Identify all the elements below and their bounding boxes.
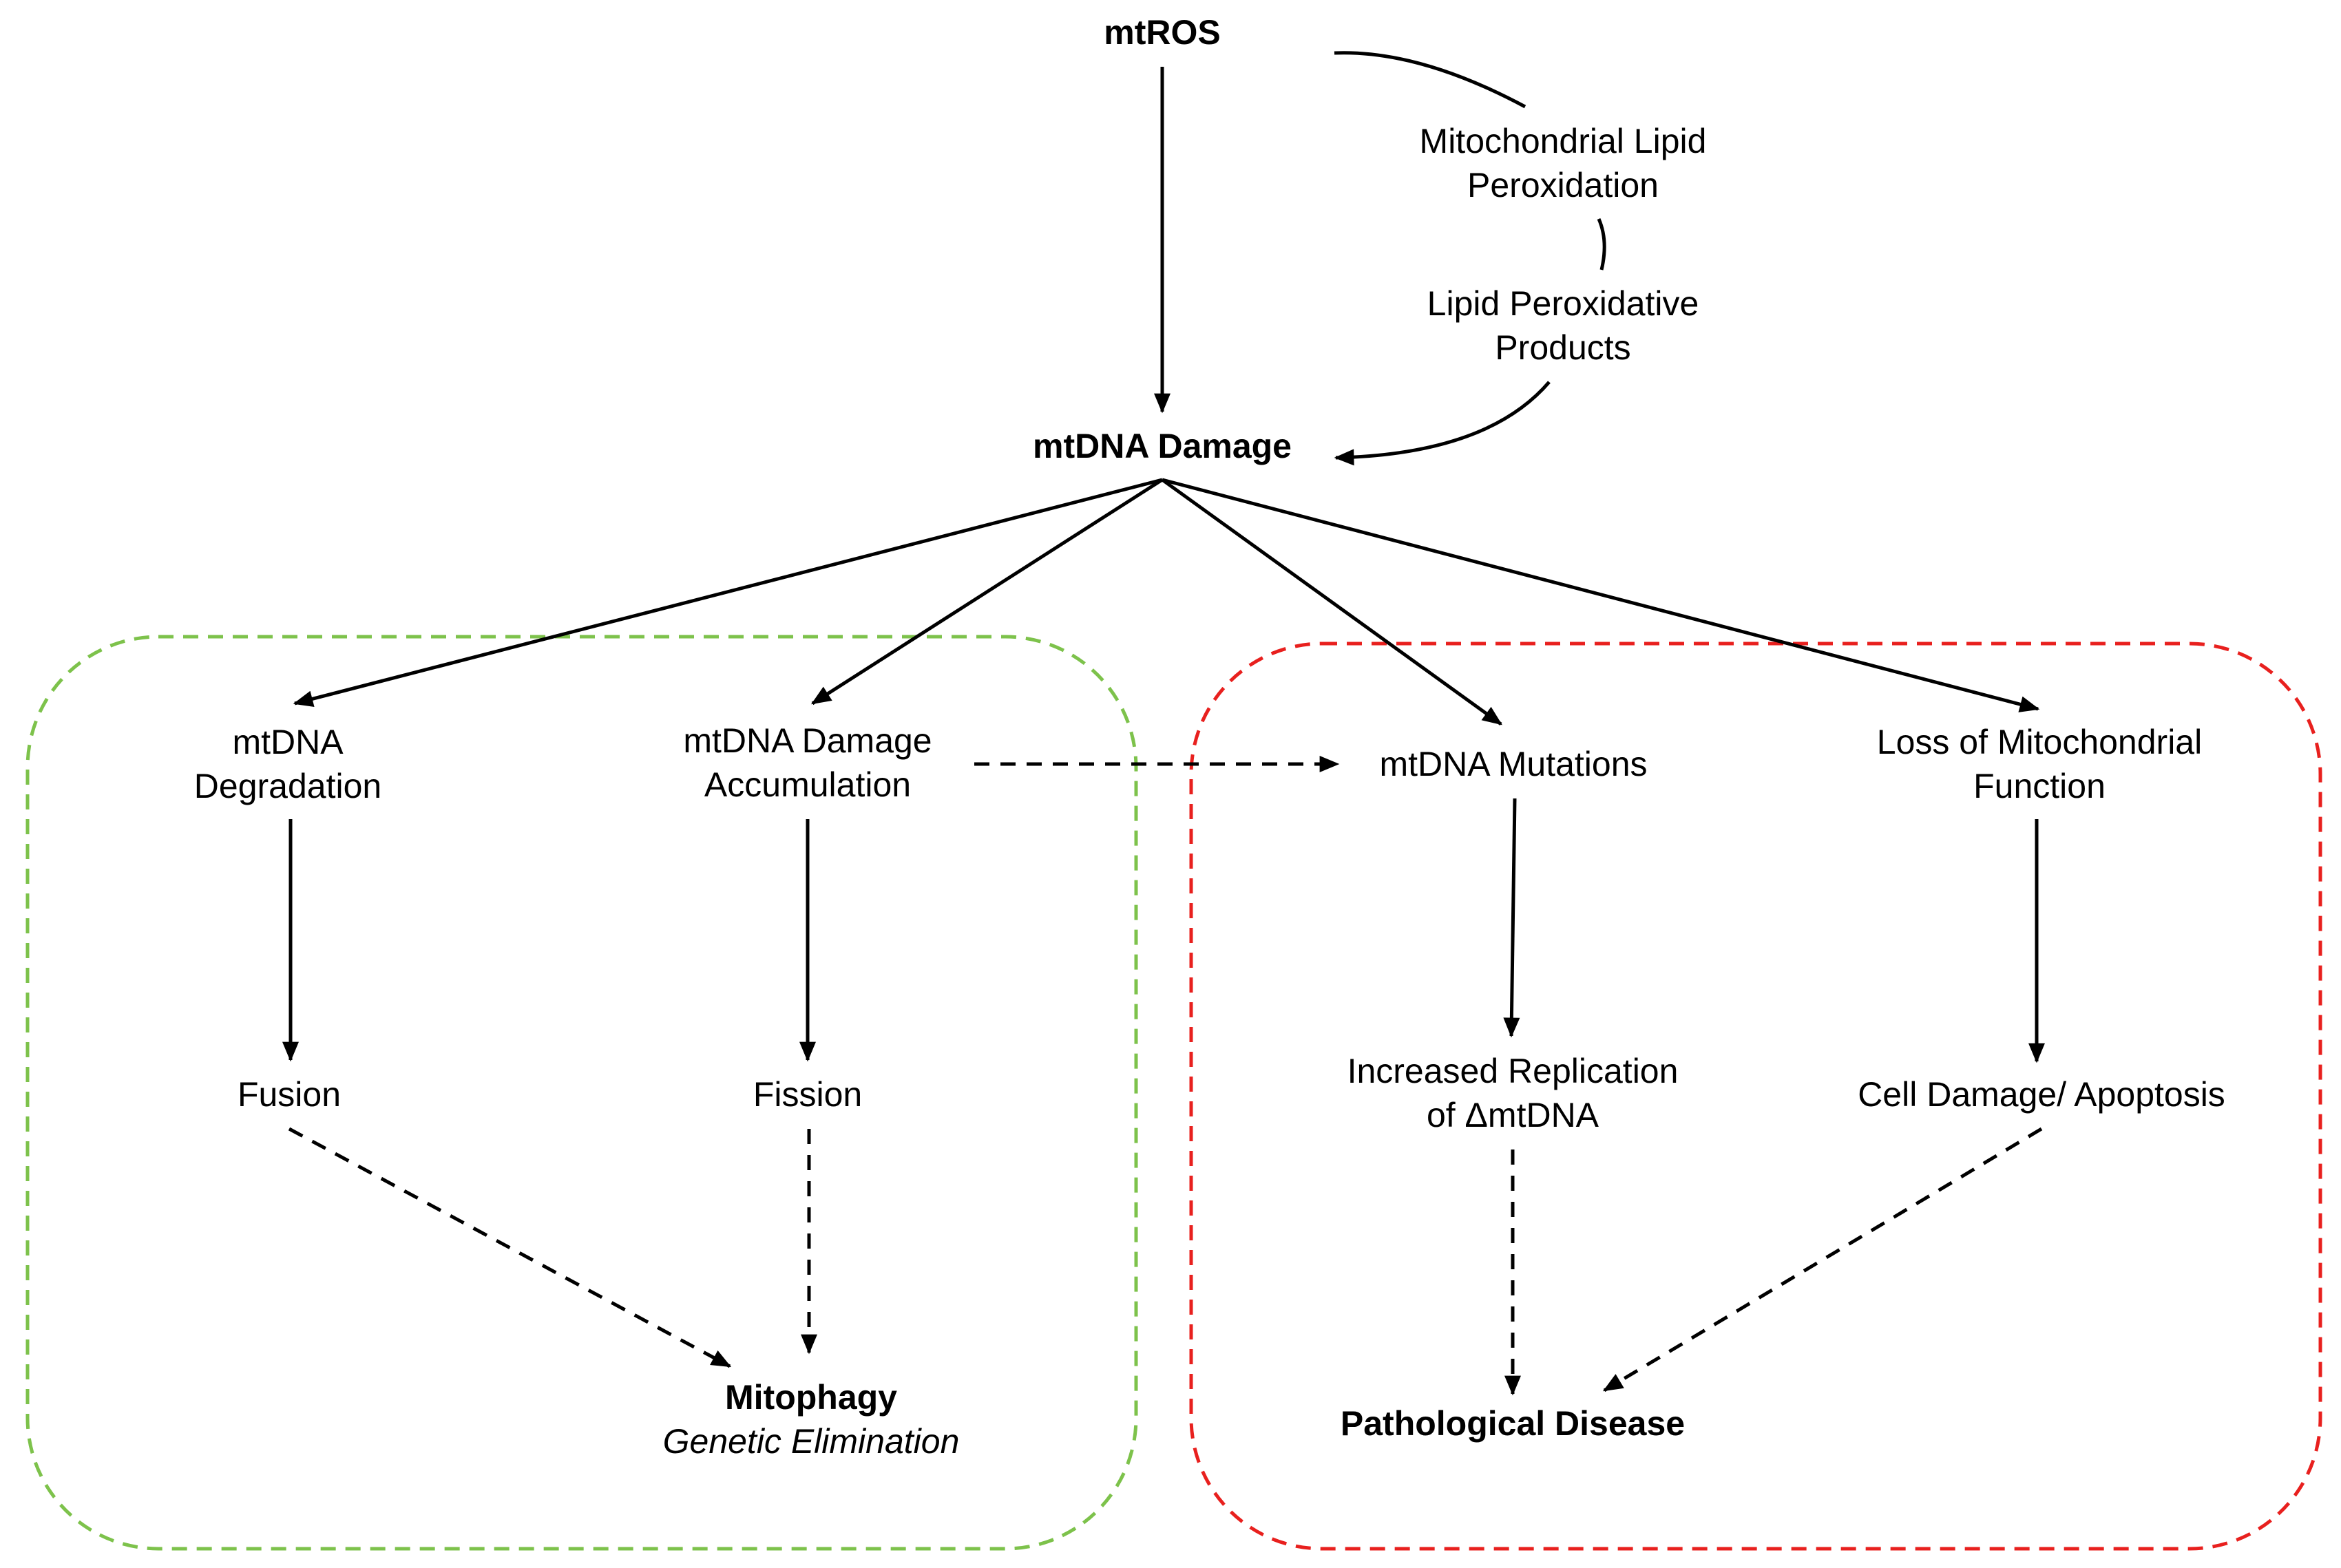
- node-mtros: mtROS: [1104, 13, 1221, 52]
- arrow-mutations-to-replication: [1503, 798, 1520, 1038]
- node-lipid-peroxidation-line2: Peroxidation: [1467, 166, 1659, 204]
- arrow-fusion-to-mitophagy: [288, 1127, 732, 1368]
- node-accumulation-line2: Accumulation: [704, 765, 912, 804]
- node-accumulation: mtDNA Damage Accumulation: [683, 719, 932, 807]
- arrow-damage-to-loss-function: [1162, 478, 2040, 712]
- node-lipid-peroxidation-line1: Mitochondrial Lipid: [1419, 122, 1707, 160]
- arrow-damage-to-degradation: [293, 478, 1163, 708]
- node-accumulation-line1: mtDNA Damage: [683, 721, 932, 760]
- arrow-damage-to-mutations: [1161, 478, 1502, 726]
- node-fission: Fission: [753, 1075, 863, 1114]
- mitophagy-group-box: [25, 635, 1138, 1551]
- node-mutations: mtDNA Mutations: [1379, 745, 1648, 783]
- node-lipid-products-line2: Products: [1495, 328, 1631, 367]
- node-loss-function-line2: Function: [1973, 767, 2106, 805]
- curve-mtros-to-lipid: [1334, 51, 1526, 109]
- node-replication-line2: of ΔmtDNA: [1426, 1096, 1599, 1134]
- pathological-group-box: [1189, 642, 2322, 1551]
- curve-lipid-to-products: [1597, 218, 1606, 271]
- node-mitophagy: Mitophagy Genetic Elimination: [663, 1375, 960, 1463]
- node-replication: Increased Replication of ΔmtDNA: [1347, 1049, 1679, 1137]
- node-replication-line1: Increased Replication: [1347, 1052, 1679, 1090]
- node-degradation-line1: mtDNA: [232, 723, 344, 761]
- node-lipid-products: Lipid Peroxidative Products: [1427, 282, 1699, 370]
- node-mitophagy-title: Mitophagy: [725, 1378, 897, 1417]
- node-loss-function: Loss of Mitochondrial Function: [1877, 720, 2202, 808]
- node-lipid-peroxidation: Mitochondrial Lipid Peroxidation: [1420, 119, 1707, 207]
- node-degradation: mtDNA Degradation: [194, 720, 381, 808]
- node-pathological: Pathological Disease: [1340, 1404, 1686, 1443]
- node-genetic-elimination: Genetic Elimination: [662, 1422, 960, 1461]
- arrow-damage-to-accumulation: [810, 478, 1164, 706]
- node-fusion: Fusion: [237, 1075, 342, 1114]
- node-mtdna-damage: mtDNA Damage: [1032, 427, 1292, 465]
- node-apoptosis: Cell Damage/ Apoptosis: [1858, 1075, 2225, 1114]
- node-loss-function-line1: Loss of Mitochondrial: [1876, 723, 2203, 761]
- node-lipid-products-line1: Lipid Peroxidative: [1427, 284, 1699, 323]
- arrow-products-to-damage: [1334, 381, 1551, 466]
- node-degradation-line2: Degradation: [193, 767, 382, 805]
- arrow-apoptosis-to-pathological: [1602, 1127, 2043, 1392]
